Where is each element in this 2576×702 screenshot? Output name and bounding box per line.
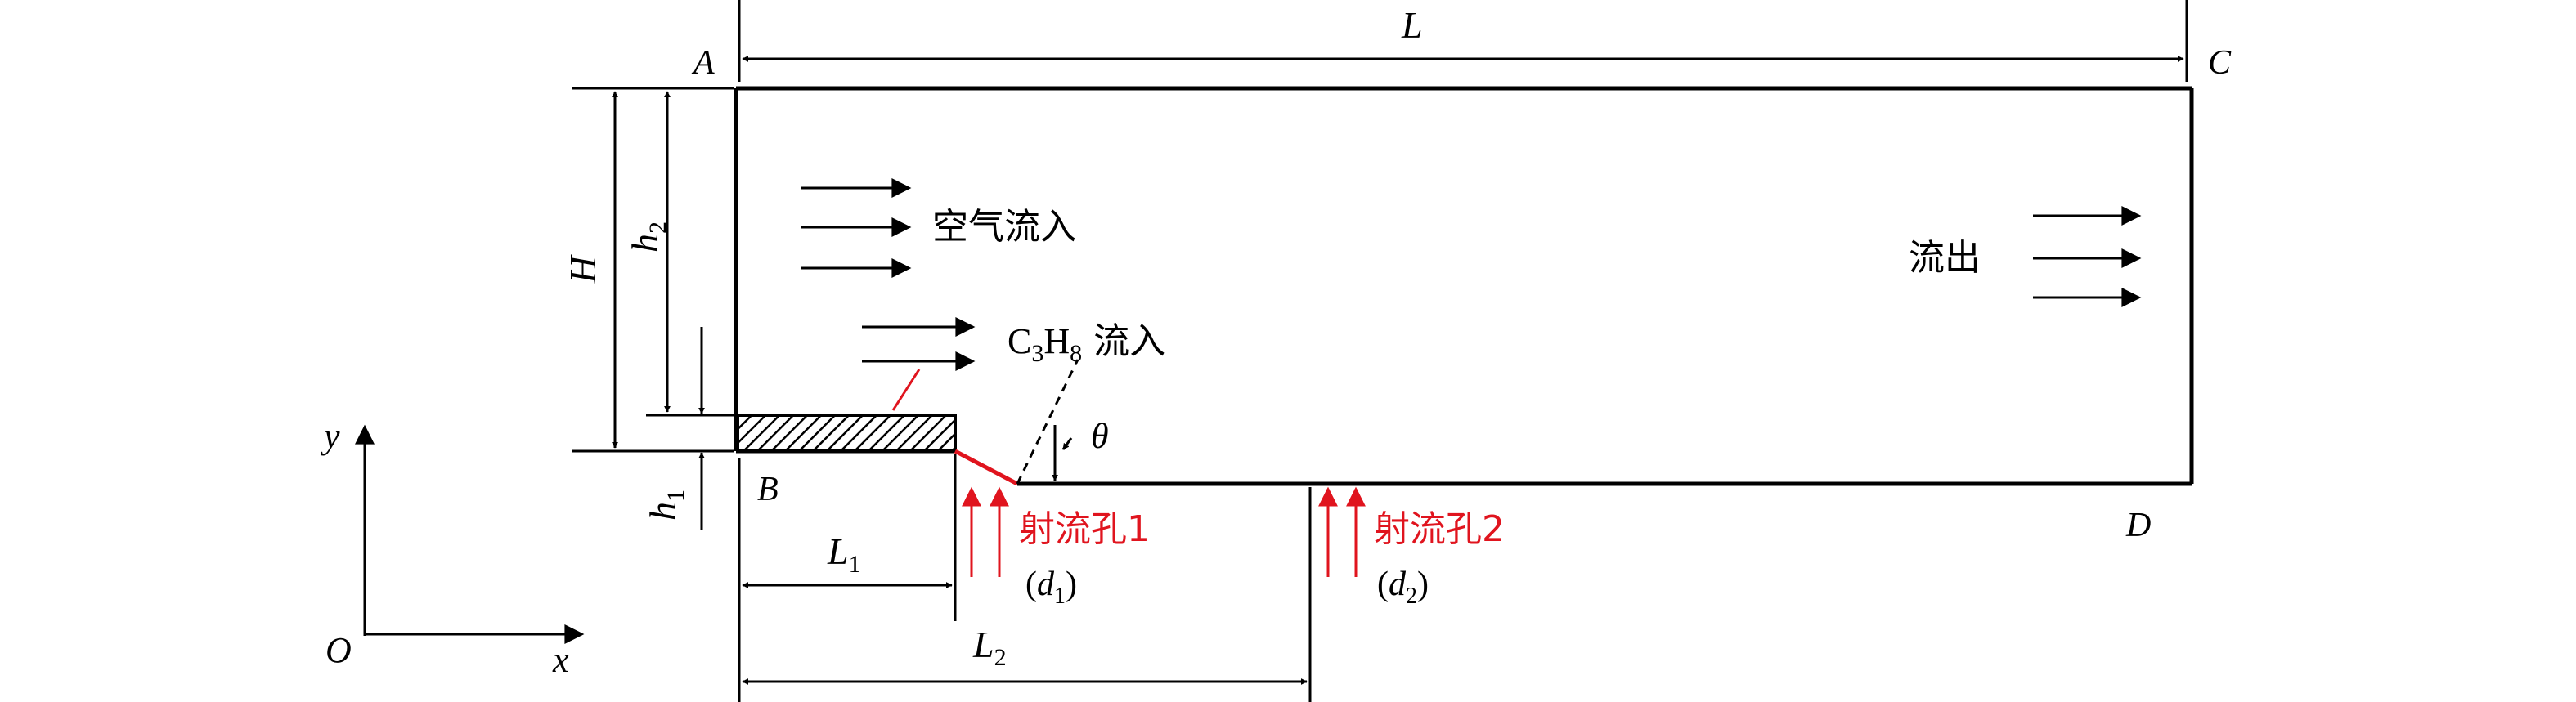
jet2-diameter-label: (d2) <box>1377 566 1429 609</box>
axis-y-label: y <box>321 416 340 456</box>
inclined-wall <box>954 449 1019 486</box>
jet1-diameter-label: (d1) <box>1025 566 1077 609</box>
outflow-label: 流出 <box>1909 237 1981 279</box>
air-inflow-arrows <box>801 178 912 278</box>
angle-indicator <box>1016 359 1079 485</box>
fuel-leader-line <box>891 369 921 411</box>
air-inflow-label: 空气流入 <box>932 206 1076 248</box>
h2-label: h2 <box>624 221 671 253</box>
left-dimensions <box>572 87 734 530</box>
h1-label: h1 <box>642 490 689 521</box>
fuel-inflow-arrows <box>862 317 976 371</box>
corner-b-label: B <box>757 471 779 508</box>
l2-label: L2 <box>972 624 1007 671</box>
corner-a-label: A <box>691 44 715 82</box>
corner-c-label: C <box>2208 44 2232 82</box>
length-label: L <box>1401 4 1423 46</box>
axis-x-label: x <box>552 640 569 680</box>
dimension-l <box>738 0 2188 82</box>
jet2-arrows <box>1318 486 1366 577</box>
jet1-label: 射流孔1 <box>1019 508 1150 550</box>
height-label: H <box>562 254 604 284</box>
jet1-arrows <box>962 486 1009 577</box>
l1-label: L1 <box>827 530 861 578</box>
corner-d-label: D <box>2125 507 2151 544</box>
bottom-dimensions <box>738 454 1312 702</box>
origin-label: O <box>325 630 352 670</box>
coordinate-axes <box>355 424 585 644</box>
splitter-plate <box>736 414 957 453</box>
outflow-arrows <box>2033 206 2142 307</box>
angle-label: θ <box>1091 416 1109 456</box>
jet2-label: 射流孔2 <box>1374 508 1505 550</box>
